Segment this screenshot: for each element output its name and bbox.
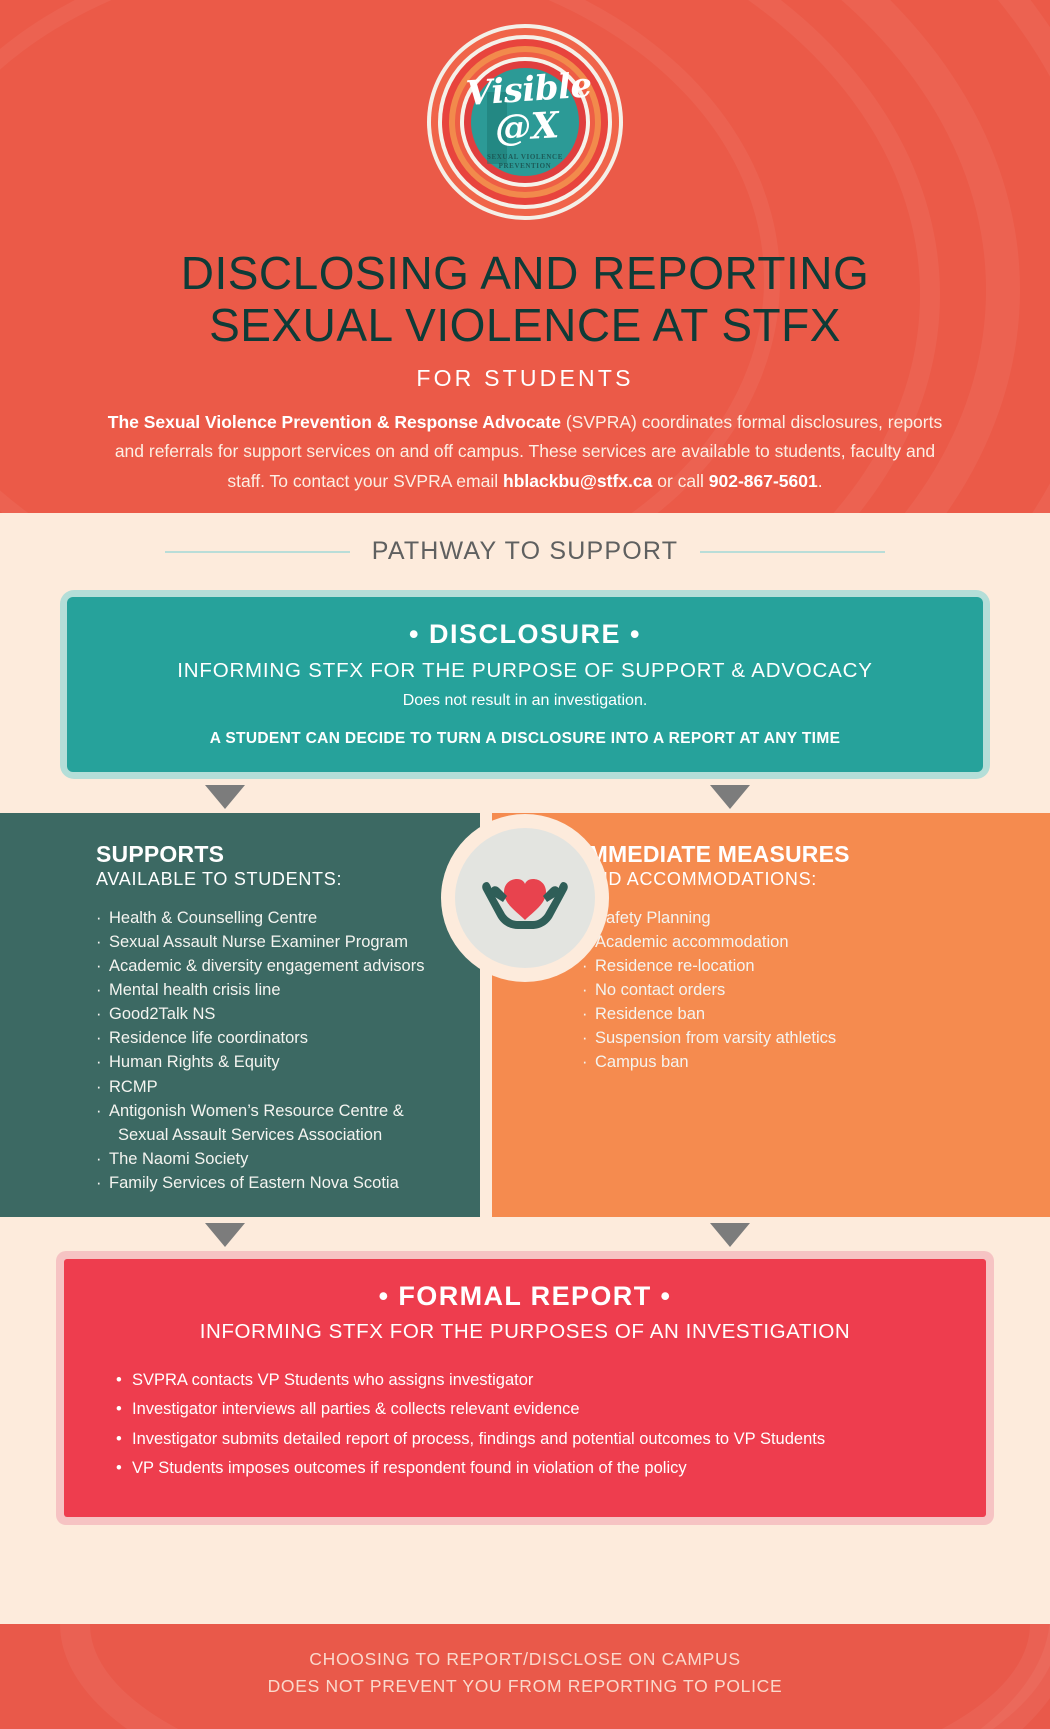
pathway-section: PATHWAY TO SUPPORT • DISCLOSURE • INFORM… [0, 513, 1050, 1526]
list-item: ·Human Rights & Equity [96, 1050, 462, 1074]
pathway-header: PATHWAY TO SUPPORT [0, 513, 1050, 566]
list-item: ·Campus ban [582, 1050, 1032, 1074]
bullet-dot-icon: · [582, 957, 588, 976]
bullet-round-icon: • [116, 1370, 122, 1389]
page-subtitle: FOR STUDENTS [416, 365, 634, 391]
intro-bold-lead: The Sexual Violence Prevention & Respons… [107, 412, 561, 432]
bullet-dot-icon: · [96, 933, 102, 952]
list-item: •VP Students imposes outcomes if respond… [116, 1454, 958, 1483]
list-item: Sexual Assault Services Association [118, 1125, 383, 1144]
intro-text-3: . [817, 470, 823, 491]
bullet-dot-icon: · [96, 1053, 102, 1072]
bullet-dot-icon: · [582, 1053, 588, 1072]
divider-line-right [700, 550, 886, 553]
disclosure-heading: • DISCLOSURE • [409, 619, 641, 649]
footer-banner: CHOOSING TO REPORT/DISCLOSE ON CAMPUS DO… [0, 1624, 1050, 1729]
list-item: •Investigator submits detailed report of… [116, 1425, 958, 1454]
intro-text-1: (SVPRA) coordinates formal disclosures, … [114, 412, 943, 491]
logo-word-atx: @X [493, 103, 561, 150]
list-item: ·Family Services of Eastern Nova Scotia [96, 1171, 462, 1195]
list-item: ·Mental health crisis line [96, 978, 462, 1002]
bullet-dot-icon: · [96, 1029, 102, 1048]
supports-column: SUPPORTS AVAILABLE TO STUDENTS: ·Health … [0, 813, 480, 1217]
list-item: ·Good2Talk NS [96, 1002, 462, 1026]
list-item: •SVPRA contacts VP Students who assigns … [116, 1366, 958, 1395]
disclosure-note: Does not result in an investigation. [402, 692, 648, 709]
bullet-dot-icon: · [96, 981, 102, 1000]
formal-report-list: •SVPRA contacts VP Students who assigns … [92, 1366, 958, 1483]
list-item: ·The Naomi Society [96, 1147, 462, 1171]
divider-line-left [164, 550, 350, 553]
contact-email[interactable]: hblackbu@stfx.ca [503, 470, 653, 491]
arrow-row-top [0, 779, 1050, 813]
list-item: ·Residence re-location [582, 954, 1032, 978]
list-item: ·Sexual Assault Nurse Examiner Program [96, 930, 462, 954]
list-item: ·Academic & diversity engagement advisor… [96, 954, 462, 978]
bullet-dot-icon: · [96, 1101, 102, 1120]
down-arrow-icon [710, 1222, 750, 1247]
footer-line-1: CHOOSING TO REPORT/DISCLOSE ON CAMPUS [309, 1649, 741, 1669]
bullet-dot-icon: · [582, 1005, 588, 1024]
disclosure-subheading: INFORMING STFX FOR THE PURPOSE OF SUPPOR… [177, 659, 873, 682]
measures-subheading: AND ACCOMMODATIONS: [582, 869, 817, 889]
bullet-round-icon: • [116, 1429, 122, 1448]
bullet-dot-icon: · [96, 1077, 102, 1096]
list-item: ·Antigonish Women’s Resource Centre & [96, 1099, 462, 1123]
down-arrow-icon [205, 1222, 245, 1247]
list-item: ·No contact orders [582, 978, 1032, 1002]
footer-line-2: DOES NOT PREVENT YOU FROM REPORTING TO P… [267, 1676, 783, 1697]
bullet-dot-icon: · [582, 981, 588, 1000]
supports-subheading: AVAILABLE TO STUDENTS: [96, 869, 343, 889]
bullet-dot-icon: · [96, 957, 102, 976]
bullet-round-icon: • [116, 1400, 122, 1419]
logo-x-bar [487, 92, 507, 164]
disclosure-card: • DISCLOSURE • INFORMING STFX FOR THE PU… [60, 590, 990, 779]
list-item: ·Residence life coordinators [96, 1026, 462, 1050]
pathway-title: PATHWAY TO SUPPORT [371, 537, 679, 565]
supports-list: ·Health & Counselling Centre·Sexual Assa… [96, 906, 462, 1195]
intro-paragraph: The Sexual Violence Prevention & Respons… [95, 408, 955, 496]
list-item: ·Suspension from varsity athletics [582, 1026, 1032, 1050]
hands-holding-heart-badge [441, 814, 609, 982]
hands-holding-heart-icon [482, 879, 568, 929]
bullet-dot-icon: · [96, 1005, 102, 1024]
page-title-line1: DISCLOSING AND REPORTING [180, 247, 870, 299]
formal-report-card: • FORMAL REPORT • INFORMING STFX FOR THE… [56, 1250, 994, 1526]
list-item: ·Residence ban [582, 1002, 1032, 1026]
logo-word-visible: Visible [464, 64, 594, 114]
formal-report-heading: • FORMAL REPORT • [378, 1280, 672, 1311]
list-item: ·RCMP [96, 1075, 462, 1099]
bullet-dot-icon: · [96, 1149, 102, 1168]
page-title: DISCLOSING AND REPORTING SEXUAL VIOLENCE… [0, 247, 1050, 352]
formal-report-subheading: INFORMING STFX FOR THE PURPOSES OF AN IN… [199, 1319, 851, 1343]
down-arrow-icon [710, 785, 750, 809]
list-item: ·Safety Planning [582, 906, 1032, 930]
supports-heading: SUPPORTS [96, 841, 225, 867]
contact-phone[interactable]: 902-867-5601 [708, 470, 818, 491]
bullet-round-icon: • [116, 1459, 122, 1478]
list-item: •Investigator interviews all parties & c… [116, 1395, 958, 1424]
bullet-dot-icon: · [582, 1029, 588, 1048]
list-item: ·Academic accommodation [582, 930, 1032, 954]
bullet-dot-icon: · [96, 1173, 102, 1192]
measures-list: ·Safety Planning·Academic accommodation·… [582, 906, 1032, 1075]
down-arrow-icon [205, 785, 245, 809]
footer-note: CHOOSING TO REPORT/DISCLOSE ON CAMPUS DO… [0, 1624, 1050, 1700]
list-item: ·Health & Counselling Centre [96, 906, 462, 930]
bullet-dot-icon: · [96, 909, 102, 927]
arrow-row-bottom [0, 1217, 1050, 1251]
page-title-line2: SEXUAL VIOLENCE AT STFX [209, 298, 841, 351]
disclosure-callout: A STUDENT CAN DECIDE TO TURN A DISCLOSUR… [209, 730, 841, 747]
measures-heading: IMMEDIATE MEASURES [582, 841, 850, 867]
intro-text-2: or call [652, 470, 709, 491]
